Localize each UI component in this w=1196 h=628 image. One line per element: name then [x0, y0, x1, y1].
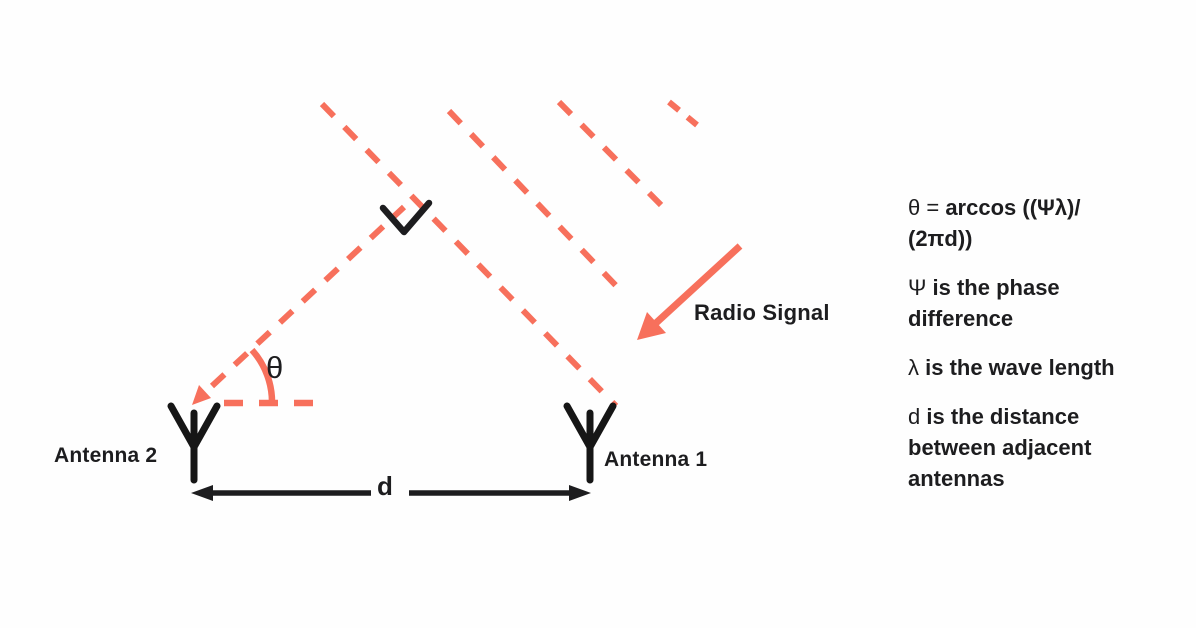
angle-arc — [249, 347, 276, 405]
antenna-2-label: Antenna 2 — [54, 444, 158, 467]
wavefront-line — [556, 99, 665, 209]
angle-construction — [209, 204, 407, 407]
psi-symbol: Ψ — [908, 275, 927, 300]
radio-signal-arrow-icon — [637, 243, 743, 340]
perpendicular-dashed-line — [209, 204, 407, 389]
antenna-icons — [167, 402, 617, 484]
wavefront-line — [667, 99, 699, 128]
distance-double-arrow-icon — [191, 485, 591, 501]
note-wave-length: λ is the wave length — [908, 352, 1156, 383]
right-angle-icon — [379, 199, 433, 236]
distance-label: d — [377, 471, 394, 501]
formula-legend: θ = arccos ((Ψλ)/ (2πd)) Ψ is the phase … — [908, 192, 1156, 512]
formula-lhs: θ = — [908, 195, 946, 220]
antenna-icon — [167, 402, 221, 484]
antenna-icon — [563, 402, 617, 484]
note-text: is the distance between adjacent antenna… — [908, 404, 1092, 491]
note-phase-difference: Ψ is the phase difference — [908, 272, 1156, 334]
note-text: is the wave length — [919, 355, 1115, 380]
perpendicular-arrowhead-icon — [192, 385, 211, 405]
antenna-1-label: Antenna 1 — [604, 448, 708, 471]
note-text: is the phase difference — [908, 275, 1060, 331]
angle-theta-label: θ — [266, 350, 284, 385]
lambda-symbol: λ — [908, 355, 919, 380]
formula-rhs-line1: arccos ((Ψλ)/ — [945, 195, 1081, 220]
wavefront-line — [446, 108, 627, 297]
formula: θ = arccos ((Ψλ)/ (2πd)) — [908, 192, 1156, 254]
formula-rhs-line2: (2πd)) — [908, 226, 973, 251]
d-symbol: d — [908, 404, 921, 429]
wavefront-lines — [319, 99, 699, 409]
note-antenna-distance: d is the distance between adjacent anten… — [908, 401, 1156, 494]
wavefront-line — [319, 101, 619, 409]
radio-signal-label: Radio Signal — [694, 300, 830, 325]
